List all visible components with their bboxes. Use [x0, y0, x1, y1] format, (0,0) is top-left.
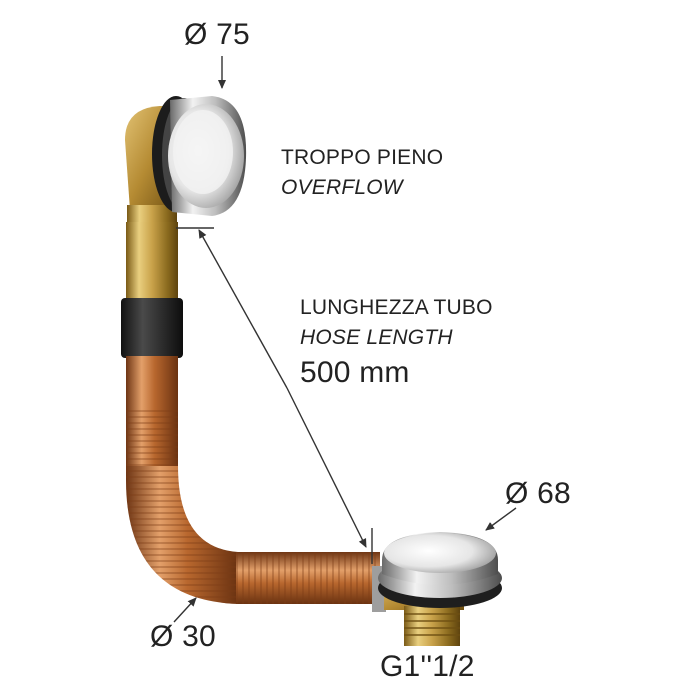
overflow-label-en: OVERFLOW — [281, 176, 403, 199]
hose-length-value: 500 mm — [300, 356, 410, 389]
copper-hose — [126, 356, 380, 604]
waste-diameter-label: Ø 68 — [505, 477, 571, 510]
hose-length-label-it: LUNGHEZZA TUBO — [300, 296, 493, 319]
hose-length-arrow — [198, 229, 288, 389]
brass-tube — [126, 222, 178, 302]
dimension-arrows — [173, 56, 517, 623]
overflow-diameter-label: Ø 75 — [184, 18, 250, 51]
overflow-label-it: TROPPO PIENO — [281, 146, 444, 169]
hose-diameter-arrow — [173, 597, 197, 623]
hose-diameter-label: Ø 30 — [150, 620, 216, 653]
overflow-cap — [152, 96, 247, 216]
thread-size-label: G1''1/2 — [380, 650, 475, 683]
hose-length-label-en: HOSE LENGTH — [300, 326, 453, 349]
rubber-sleeve — [121, 298, 183, 358]
waste-diameter-arrow — [485, 507, 517, 531]
waste-fitting — [372, 532, 502, 646]
